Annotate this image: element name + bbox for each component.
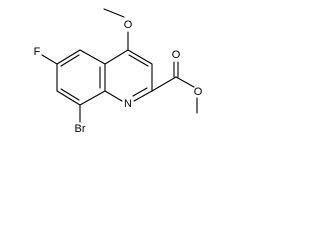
ester-oxygen-atom-label: O — [194, 86, 203, 98]
bond-c4a-c4 — [104, 49, 129, 65]
bond-c2-carbonyl-c — [151, 76, 177, 92]
bond-c6-f — [41, 54, 58, 65]
fluorine-atom-label: F — [34, 46, 41, 58]
bond-c2-n1-inner — [132, 87, 148, 97]
bond-c2-n1 — [133, 90, 153, 102]
bond-carbonyl-c-o — [175, 76, 195, 88]
bromine-atom-label: Br — [75, 123, 86, 135]
bond-c7-c8 — [56, 90, 81, 106]
bond-c8-c8a — [79, 90, 106, 106]
chemical-structure-diagram: F Br N O O O — [34, 8, 203, 135]
ring-nitrogen-atom-label: N — [124, 98, 132, 110]
methoxy-oxygen-atom-label: O — [124, 19, 133, 31]
bond-n1-c8a — [104, 90, 123, 102]
carbonyl-oxygen-atom-label: O — [172, 49, 181, 61]
bond-c4-c3 — [127, 49, 153, 65]
bond-c4a-c5 — [79, 49, 106, 65]
bond-c5-c6-inner — [60, 54, 80, 67]
bond-c4-c3-inner — [128, 54, 149, 67]
bond-c5-c6 — [56, 49, 81, 65]
bond-o-methyl-top — [103, 8, 125, 18]
bond-c7-c8-inner — [60, 88, 80, 101]
